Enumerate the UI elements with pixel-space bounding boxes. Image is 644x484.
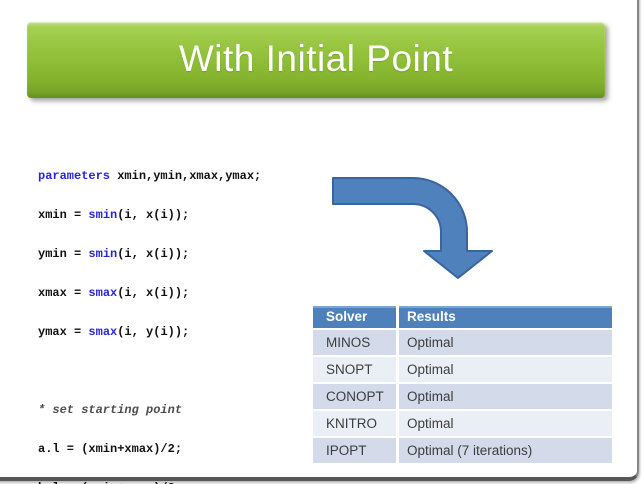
- code-keyword: smax: [88, 286, 118, 300]
- code-line: xmax = smax(i, x(i));: [38, 286, 190, 300]
- code-line: xmin = smin(i, x(i));: [38, 208, 190, 222]
- code-keyword: smin: [88, 208, 118, 222]
- table-cell-result: Optimal: [399, 384, 612, 409]
- page-title: With Initial Point: [178, 37, 454, 79]
- table-cell-solver: MINOS: [313, 330, 396, 355]
- results-table: Solver Results MINOS Optimal SNOPT Optim…: [313, 306, 612, 463]
- table-cell-result: Optimal: [399, 411, 612, 436]
- code-line: ymin = smin(i, x(i));: [38, 247, 190, 261]
- code-block: parameters xmin,ymin,xmax,ymax; xmin = s…: [38, 144, 355, 484]
- title-banner: With Initial Point: [27, 22, 605, 98]
- table-header-solver: Solver: [313, 306, 396, 328]
- table-cell-result: Optimal: [399, 330, 612, 355]
- code-comment: * set starting point: [38, 403, 183, 417]
- table-header-results: Results: [399, 306, 612, 328]
- code-line: b.l = (ymin+ymax)/2;: [38, 482, 355, 484]
- code-keyword: smax: [88, 325, 118, 339]
- code-line: a.l = (xmin+xmax)/2;: [38, 442, 183, 456]
- code-line: parameters xmin,ymin,xmax,ymax;: [38, 169, 262, 183]
- table-cell-result: Optimal: [399, 357, 612, 382]
- code-line: ymax = smax(i, y(i));: [38, 325, 190, 339]
- code-blank-line: [38, 365, 355, 378]
- table-cell-solver: CONOPT: [313, 384, 396, 409]
- code-keyword: parameters: [38, 169, 111, 183]
- table-cell-solver: IPOPT: [313, 438, 396, 463]
- table-cell-solver: KNITRO: [313, 411, 396, 436]
- table-cell-solver: SNOPT: [313, 357, 396, 382]
- table-cell-result: Optimal (7 iterations): [399, 438, 612, 463]
- code-keyword: smin: [88, 247, 118, 261]
